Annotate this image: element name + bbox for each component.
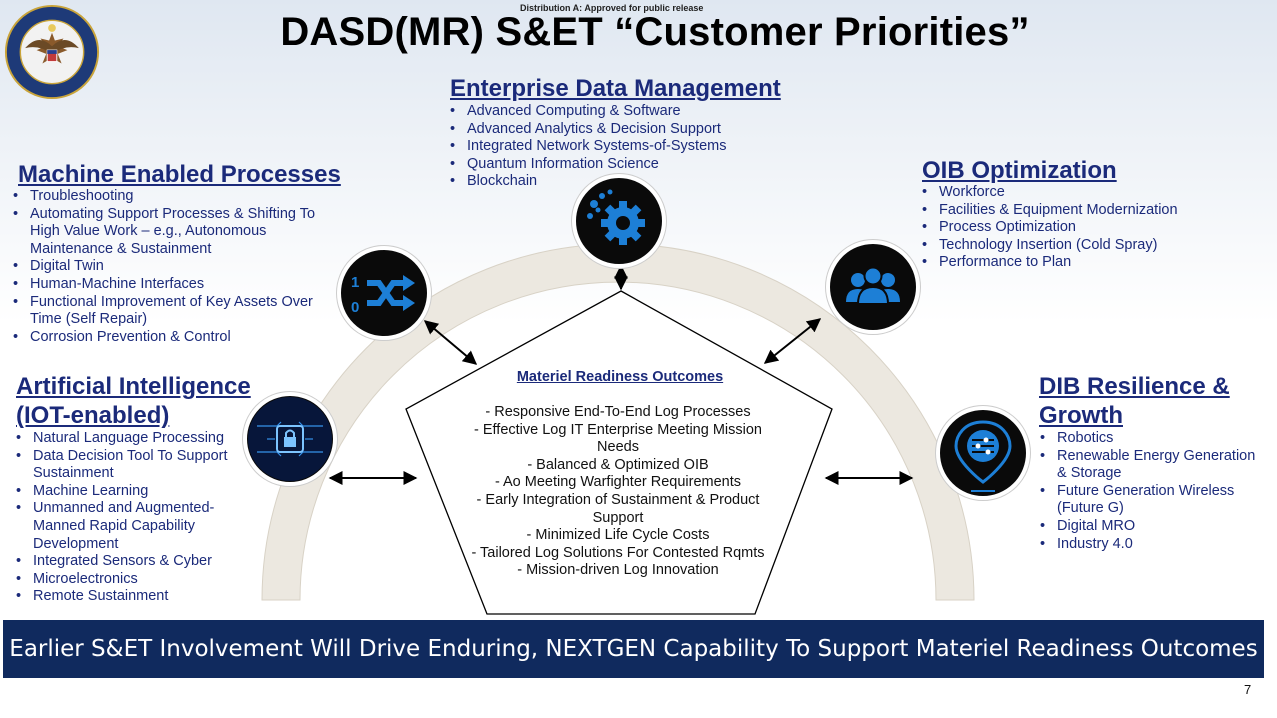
list-item: Process Optimization — [922, 219, 1222, 237]
list-item: Functional Improvement of Key Assets Ove… — [13, 294, 331, 329]
outcomes-title: Materiel Readiness Outcomes — [516, 369, 724, 385]
shuffle-icon: 1 0 — [351, 274, 415, 316]
shuffle-digit-0: 0 — [351, 299, 359, 316]
page-title: DASD(MR) S&ET “Customer Priorities” — [280, 10, 1030, 54]
list-item: Performance to Plan — [922, 254, 1222, 272]
list-item: Facilities & Equipment Modernization — [922, 202, 1222, 220]
dod-seal-icon — [4, 4, 100, 100]
outcome-item: - Mission-driven Log Innovation — [517, 562, 719, 579]
edm-heading: Enterprise Data Management — [450, 75, 781, 102]
oib-list: Workforce Facilities & Equipment Moderni… — [922, 184, 1222, 272]
page-number: 7 — [1244, 682, 1252, 697]
sliders-pin-icon — [954, 420, 1012, 492]
outcome-item: - Ao Meeting Warfighter Requirements — [494, 474, 742, 491]
dib-heading-line2: Growth — [1039, 402, 1123, 429]
mep-list: Troubleshooting Automating Support Proce… — [13, 188, 331, 346]
shuffle-digit-1: 1 — [351, 274, 359, 291]
list-item: Integrated Sensors & Cyber — [16, 553, 238, 571]
list-item: Workforce — [922, 184, 1222, 202]
outcome-item: - Tailored Log Solutions For Contested R… — [471, 544, 765, 561]
list-item: Natural Language Processing — [16, 430, 238, 448]
dib-heading: DIB Resilience & Growth — [1039, 372, 1230, 430]
people-icon — [846, 266, 900, 305]
list-item: Data Decision Tool To Support Sustainmen… — [16, 448, 238, 483]
sliders-pin-icon-circle — [936, 406, 1030, 500]
arrow-mep — [423, 320, 478, 365]
outcome-item: - Minimized Life Cycle Costs — [526, 527, 710, 544]
outcomes-pentagon — [405, 290, 833, 615]
outcome-item: - Effective Log IT Enterprise Meeting Mi… — [474, 421, 762, 456]
outcome-item: - Responsive End-To-End Log Processes — [485, 404, 751, 420]
shuffle-icon-circle: 1 0 — [337, 246, 431, 340]
distribution-notice: Distribution A: Approved for public rele… — [520, 3, 704, 13]
ai-heading-line2: (IOT-enabled) — [16, 402, 170, 429]
outcome-item: - Early Integration of Sustainment & Pro… — [476, 491, 760, 526]
list-item: Blockchain — [450, 173, 780, 191]
list-item: Renewable Energy Generation & Storage — [1040, 448, 1265, 483]
list-item: Troubleshooting — [13, 188, 331, 206]
list-item: Human-Machine Interfaces — [13, 276, 331, 294]
chip-lock-icon-circle — [243, 392, 337, 486]
footer-banner: Earlier S&ET Involvement Will Drive Endu… — [3, 620, 1264, 678]
list-item: Microelectronics — [16, 571, 238, 589]
dib-list: Robotics Renewable Energy Generation & S… — [1040, 430, 1265, 553]
list-item: Digital Twin — [13, 258, 331, 276]
list-item: Integrated Network Systems-of-Systems — [450, 138, 780, 156]
dib-heading-line1: DIB Resilience & — [1039, 373, 1230, 400]
oib-heading: OIB Optimization — [922, 157, 1117, 184]
chip-lock-icon — [248, 397, 332, 481]
list-item: Advanced Computing & Software — [450, 103, 780, 121]
list-item: Remote Sustainment — [16, 588, 238, 606]
list-item: Industry 4.0 — [1040, 536, 1265, 554]
list-item: Corrosion Prevention & Control — [13, 329, 331, 347]
ai-heading: Artificial Intelligence (IOT-enabled) — [16, 372, 251, 430]
list-item: Technology Insertion (Cold Spray) — [922, 237, 1222, 255]
list-item: Future Generation Wireless (Future G) — [1040, 483, 1265, 518]
outcome-item: - Balanced & Optimized OIB — [527, 456, 709, 473]
ai-list: Natural Language Processing Data Decisio… — [16, 430, 238, 606]
people-icon-circle — [826, 240, 920, 334]
list-item: Unmanned and Augmented-Manned Rapid Capa… — [16, 500, 238, 553]
list-item: Advanced Analytics & Decision Support — [450, 121, 780, 139]
outcomes-list: - Responsive End-To-End Log Processes - … — [468, 404, 768, 580]
list-item: Digital MRO — [1040, 518, 1265, 536]
list-item: Quantum Information Science — [450, 156, 780, 174]
ai-heading-line1: Artificial Intelligence — [16, 373, 251, 400]
mep-heading: Machine Enabled Processes — [18, 161, 341, 188]
list-item: Machine Learning — [16, 483, 238, 501]
edm-list: Advanced Computing & Software Advanced A… — [450, 103, 780, 191]
list-item: Automating Support Processes & Shifting … — [13, 206, 331, 259]
list-item: Robotics — [1040, 430, 1265, 448]
arrow-oib — [763, 318, 822, 364]
